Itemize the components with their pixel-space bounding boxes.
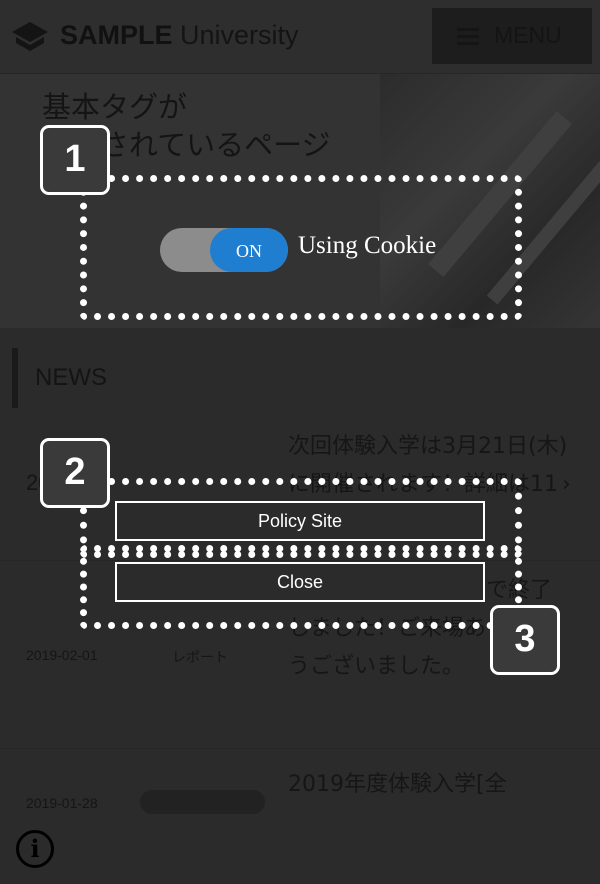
callout-badge-3: 3 — [490, 605, 560, 675]
news-heading-bar — [12, 348, 18, 408]
site-header: SAMPLE University MENU — [0, 0, 600, 74]
news-divider — [0, 560, 600, 561]
university-logo-icon[interactable] — [10, 18, 50, 58]
callout-badge-1: 1 — [40, 125, 110, 195]
callout-badge-2: 2 — [40, 438, 110, 508]
toggle-state-label: ON — [210, 228, 288, 272]
news-divider — [0, 748, 600, 749]
menu-button[interactable]: MENU — [432, 8, 592, 64]
news-heading: NEWS — [35, 364, 107, 391]
news-item-2-category: レポート — [172, 649, 228, 665]
news-item-3-category-badge — [140, 790, 265, 814]
news-item-3-date: 2019-01-28 — [26, 795, 98, 811]
hamburger-icon — [457, 28, 479, 45]
close-button[interactable]: Close — [115, 562, 485, 602]
news-item-3-title[interactable]: 2019年度体験入学[全 — [288, 772, 507, 797]
cookie-toggle-label: Using Cookie — [298, 232, 437, 259]
hero-photo — [380, 74, 600, 328]
site-logo-text[interactable]: SAMPLE University — [60, 20, 299, 51]
logo-bold-text: SAMPLE — [60, 20, 173, 50]
info-icon[interactable]: i — [16, 830, 54, 868]
menu-label: MENU — [494, 22, 562, 48]
cookie-toggle-highlight — [80, 175, 522, 320]
close-button-highlight — [80, 545, 522, 629]
chevron-right-icon[interactable]: › — [562, 472, 571, 497]
cookie-toggle-switch[interactable]: ON — [160, 228, 288, 272]
hero-title-line1: 基本タグが — [42, 90, 188, 124]
news-item-2-date: 2019-02-01 — [26, 647, 98, 663]
logo-light-text: University — [172, 20, 299, 50]
policy-site-button[interactable]: Policy Site — [115, 501, 485, 541]
policy-button-highlight — [80, 478, 522, 558]
